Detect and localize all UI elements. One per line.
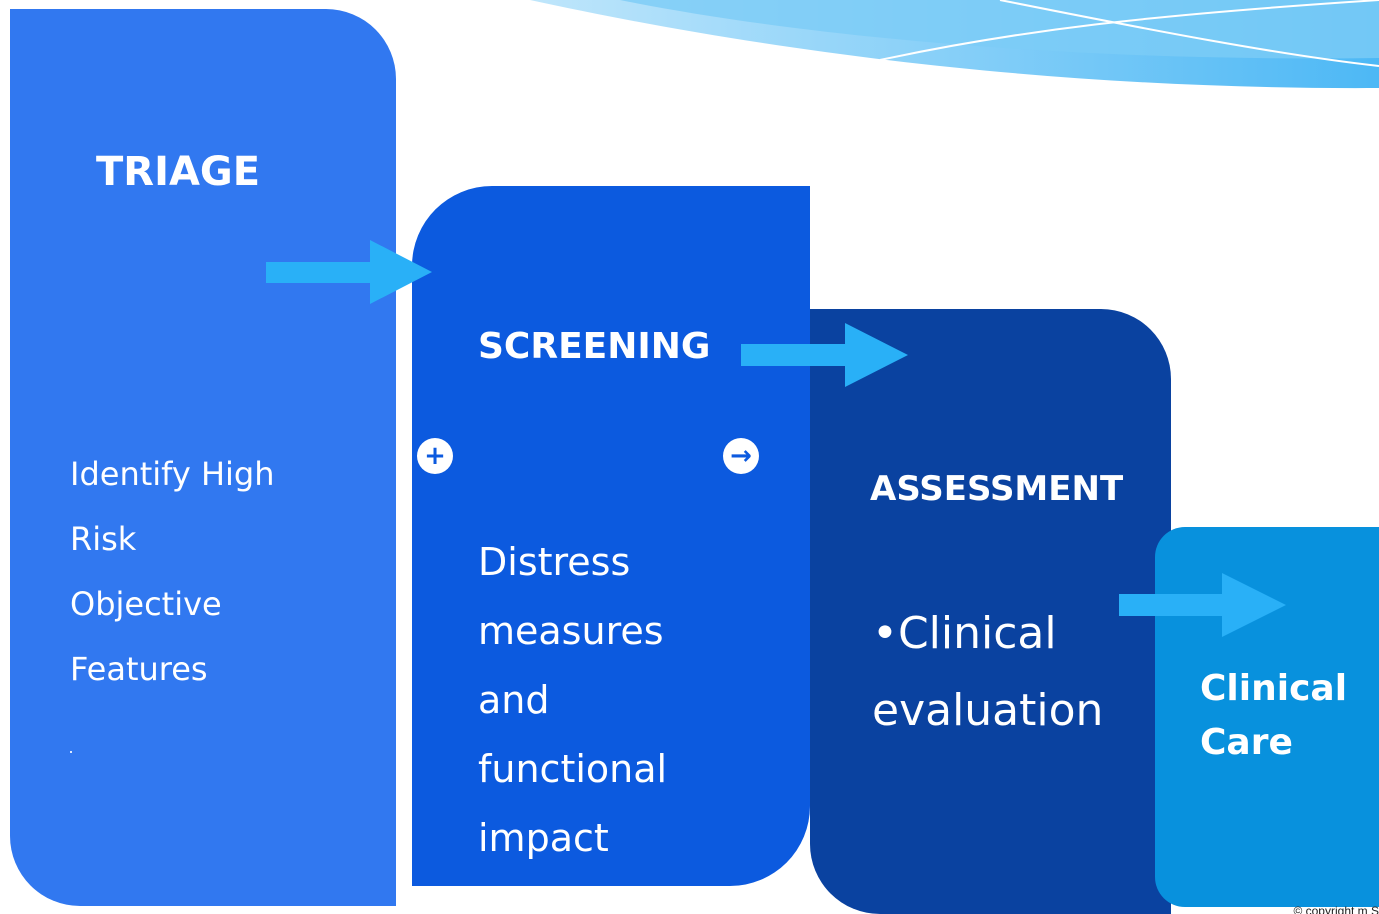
clinical-care-title-line: Clinical (1200, 668, 1348, 709)
copyright-notice: © copyright m S (1293, 906, 1379, 914)
clinical-care-title-line: Care (1200, 722, 1293, 763)
screening-panel: SCREENING Distress measures and function… (412, 186, 810, 886)
screening-line: and (478, 678, 550, 722)
triage-line: Features (70, 650, 208, 688)
triage-line: Objective (70, 585, 222, 623)
assessment-panel: ASSESSMENT •Clinical evaluation (810, 309, 1171, 914)
arrow-assessment-to-care (1119, 573, 1286, 637)
screening-description: Distress measures and functional impact (478, 528, 667, 873)
assessment-title: ASSESSMENT (870, 469, 1124, 509)
arrow-circle-icon[interactable]: → (723, 438, 759, 474)
triage-dot (70, 751, 72, 753)
assessment-line: evaluation (872, 685, 1104, 736)
triage-line: Identify High (70, 455, 275, 493)
plus-icon[interactable]: + (417, 438, 453, 474)
assessment-line: •Clinical (872, 608, 1057, 659)
triage-title: TRIAGE (96, 149, 261, 195)
arrow-screening-to-assessment (741, 323, 908, 387)
clinical-care-panel: Clinical Care (1155, 527, 1379, 907)
clinical-care-title: Clinical Care (1200, 662, 1347, 770)
triage-line: Risk (70, 520, 137, 558)
assessment-description: •Clinical evaluation (872, 595, 1103, 749)
screening-line: functional (478, 747, 668, 791)
screening-line: measures (478, 609, 664, 653)
screening-line: impact (478, 816, 609, 860)
arrow-triage-to-screening (266, 240, 432, 304)
screening-line: Distress (478, 540, 631, 584)
triage-description: Identify High Risk Objective Features (70, 442, 275, 702)
triage-panel: TRIAGE Identify High Risk Objective Feat… (10, 9, 396, 906)
screening-title: SCREENING (478, 326, 711, 367)
